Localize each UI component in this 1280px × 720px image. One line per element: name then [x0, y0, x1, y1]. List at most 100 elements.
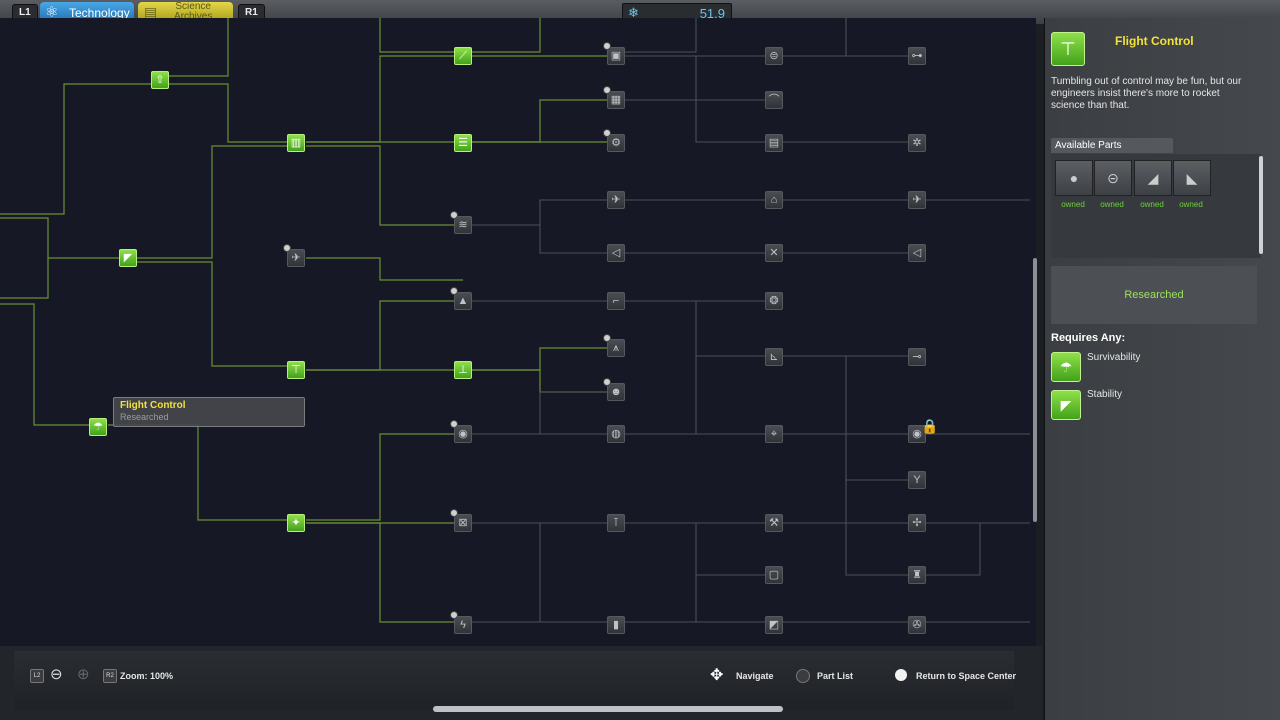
available-parts-tab[interactable]: Available Parts	[1051, 138, 1173, 153]
tech-node-general-rocketry[interactable]: ▥	[287, 134, 305, 152]
zoom-in-icon[interactable]: ⊕	[77, 666, 90, 683]
drill-icon: ⊸	[912, 351, 922, 363]
tech-node-unresearched[interactable]: ⌂	[765, 191, 783, 209]
tech-node-unresearched[interactable]: ⊺	[607, 514, 625, 532]
tech-node-unresearched[interactable]: ▮	[607, 616, 625, 634]
tab-technology[interactable]: ⚛ Technology	[40, 2, 134, 23]
lightbulb-icon: ✦	[291, 517, 301, 529]
tech-node-unresearched[interactable]: ⊸	[908, 348, 926, 366]
tech-node-locked[interactable]: ◉	[908, 425, 926, 443]
tech-tree[interactable]: ⇧ ▥ ⟋ ☰ ◤ ⊤ ⊥ ☂ ✦ ▣ ▦ ⚙ ✈ ≋ ▲ ⩚ ☻ ◉ ⊠ ϟ …	[0, 18, 1036, 646]
engine-icon: ☰	[458, 137, 468, 149]
tech-node-unresearched[interactable]: ⊾	[765, 348, 783, 366]
crate-icon: ⊠	[458, 517, 468, 529]
pin-marker	[603, 129, 611, 137]
tech-node-unresearched[interactable]: ❂	[765, 292, 783, 310]
return-to-space-center-button[interactable]: Return to Space Center	[916, 671, 1017, 681]
tech-node-unresearched[interactable]: ◩	[765, 616, 783, 634]
part-list-label[interactable]: Part List	[817, 671, 854, 681]
part-slot-4[interactable]: ◣	[1173, 160, 1211, 196]
tech-node-flight-control[interactable]: ⊤	[287, 361, 305, 379]
flight-control-icon: ⊤	[291, 364, 301, 376]
bottom-controls-bar: L2 ⊖ ⊕ R2 Zoom: 100% ✥ Navigate Part Lis…	[0, 646, 1042, 720]
r3-stick-icon	[796, 669, 810, 683]
tech-node-advanced-flight-control[interactable]: ⊥	[454, 361, 472, 379]
tab-technology-label: Technology	[69, 6, 130, 20]
part-slot-3[interactable]: ◢	[1134, 160, 1172, 196]
tech-node-aerodynamics[interactable]: ✈	[287, 249, 305, 267]
l1-button-hint[interactable]: L1	[12, 4, 38, 21]
tab-science-archives[interactable]: ▤ Science Archives	[138, 2, 233, 23]
tech-node-basic-science[interactable]: ✦	[287, 514, 305, 532]
tech-node-unresearched[interactable]: ⊜	[765, 47, 783, 65]
tech-node-aviation[interactable]: ⟋	[454, 47, 472, 65]
wing-icon: ⟋	[459, 50, 467, 62]
circle-button-icon	[895, 669, 907, 681]
tech-node-basic-rocketry[interactable]: ⇧	[151, 71, 169, 89]
tech-node-unresearched[interactable]: ▢	[765, 566, 783, 584]
plane-icon: ✈	[912, 194, 922, 206]
pin-marker	[450, 287, 458, 295]
available-parts-list: ● owned ⊝ owned ◢ owned ◣ owned	[1051, 154, 1261, 258]
tech-node-unresearched[interactable]: ☻	[607, 383, 625, 401]
tech-node-unresearched[interactable]: ◁	[607, 244, 625, 262]
tech-node-stability[interactable]: ◤	[119, 249, 137, 267]
telescope-icon: ⌖	[770, 428, 778, 440]
wing-part-icon: ◣	[1186, 170, 1198, 186]
part-slot-1[interactable]: ●	[1055, 160, 1093, 196]
zoom-level: Zoom: 100%	[120, 671, 174, 681]
pin-marker	[603, 334, 611, 342]
arm-icon: ⊾	[769, 351, 779, 363]
tech-node-unresearched[interactable]: ✈	[908, 191, 926, 209]
tech-node-unresearched[interactable]: ϟ	[454, 616, 472, 634]
tech-node-unresearched[interactable]: ▲	[454, 292, 472, 310]
tech-node-unresearched[interactable]: ◉	[454, 425, 472, 443]
parts-scrollbar[interactable]	[1259, 156, 1263, 254]
tech-node-unresearched[interactable]: ✲	[908, 134, 926, 152]
tech-node-unresearched[interactable]: ⚒	[765, 514, 783, 532]
tech-node-unresearched[interactable]: ⌒	[765, 91, 783, 109]
tech-node-unresearched[interactable]: ⚙	[607, 134, 625, 152]
tech-node-unresearched[interactable]: ♜	[908, 566, 926, 584]
tab-archives-line1: Science	[175, 1, 211, 12]
tech-detail-panel: ⊤ Flight Control Tumbling out of control…	[1044, 18, 1280, 720]
tech-node-unresearched[interactable]: ◁	[908, 244, 926, 262]
tech-node-unresearched[interactable]: ✇	[908, 616, 926, 634]
tech-node-unresearched[interactable]: ⩚	[607, 339, 625, 357]
part-slot-2[interactable]: ⊝	[1094, 160, 1132, 196]
tree-horizontal-scrollbar[interactable]	[433, 706, 783, 712]
parachute-icon[interactable]: ☂	[1051, 352, 1081, 382]
node-tooltip: Flight Control Researched	[113, 397, 305, 427]
tech-node-unresearched[interactable]: Y	[908, 471, 926, 489]
module-icon: ▢	[768, 569, 780, 581]
tech-node-unresearched[interactable]: ▣	[607, 47, 625, 65]
gyro-icon: ⊥	[458, 364, 468, 376]
tech-node-unresearched[interactable]: ⌐	[607, 292, 625, 310]
tech-node-unresearched[interactable]: ≋	[454, 216, 472, 234]
tech-node-unresearched[interactable]: ▤	[765, 134, 783, 152]
tree-vertical-scrollbar[interactable]	[1033, 258, 1037, 522]
pin-marker	[450, 211, 458, 219]
zoom-out-icon[interactable]: ⊖	[50, 666, 63, 683]
navigate-label[interactable]: Navigate	[736, 671, 774, 681]
rover-icon: ⊶	[911, 50, 923, 62]
ring-part-icon: ⊝	[1107, 170, 1119, 186]
tech-node-unresearched[interactable]: ⌖	[765, 425, 783, 443]
part-owned-status: owned	[1140, 200, 1164, 209]
tech-node-unresearched[interactable]: ⊠	[454, 514, 472, 532]
solar-icon: ◩	[768, 619, 780, 631]
tech-node-unresearched[interactable]: ⊶	[908, 47, 926, 65]
tech-node-unresearched[interactable]: ◍	[607, 425, 625, 443]
tech-node-unresearched[interactable]: ✈	[607, 191, 625, 209]
tech-node-unresearched[interactable]: ▦	[607, 91, 625, 109]
research-status: Researched	[1051, 266, 1257, 324]
tech-node-unresearched[interactable]: ✕	[765, 244, 783, 262]
tech-node-advanced-rocketry[interactable]: ☰	[454, 134, 472, 152]
pin-marker	[450, 420, 458, 428]
stability-fin-icon[interactable]: ◤	[1051, 390, 1081, 420]
tooltip-status: Researched	[120, 412, 169, 422]
panel-title: Flight Control	[1115, 34, 1194, 48]
tech-node-survivability[interactable]: ☂	[89, 418, 107, 436]
tech-node-unresearched[interactable]: ✢	[908, 514, 926, 532]
part-owned-status: owned	[1061, 200, 1085, 209]
